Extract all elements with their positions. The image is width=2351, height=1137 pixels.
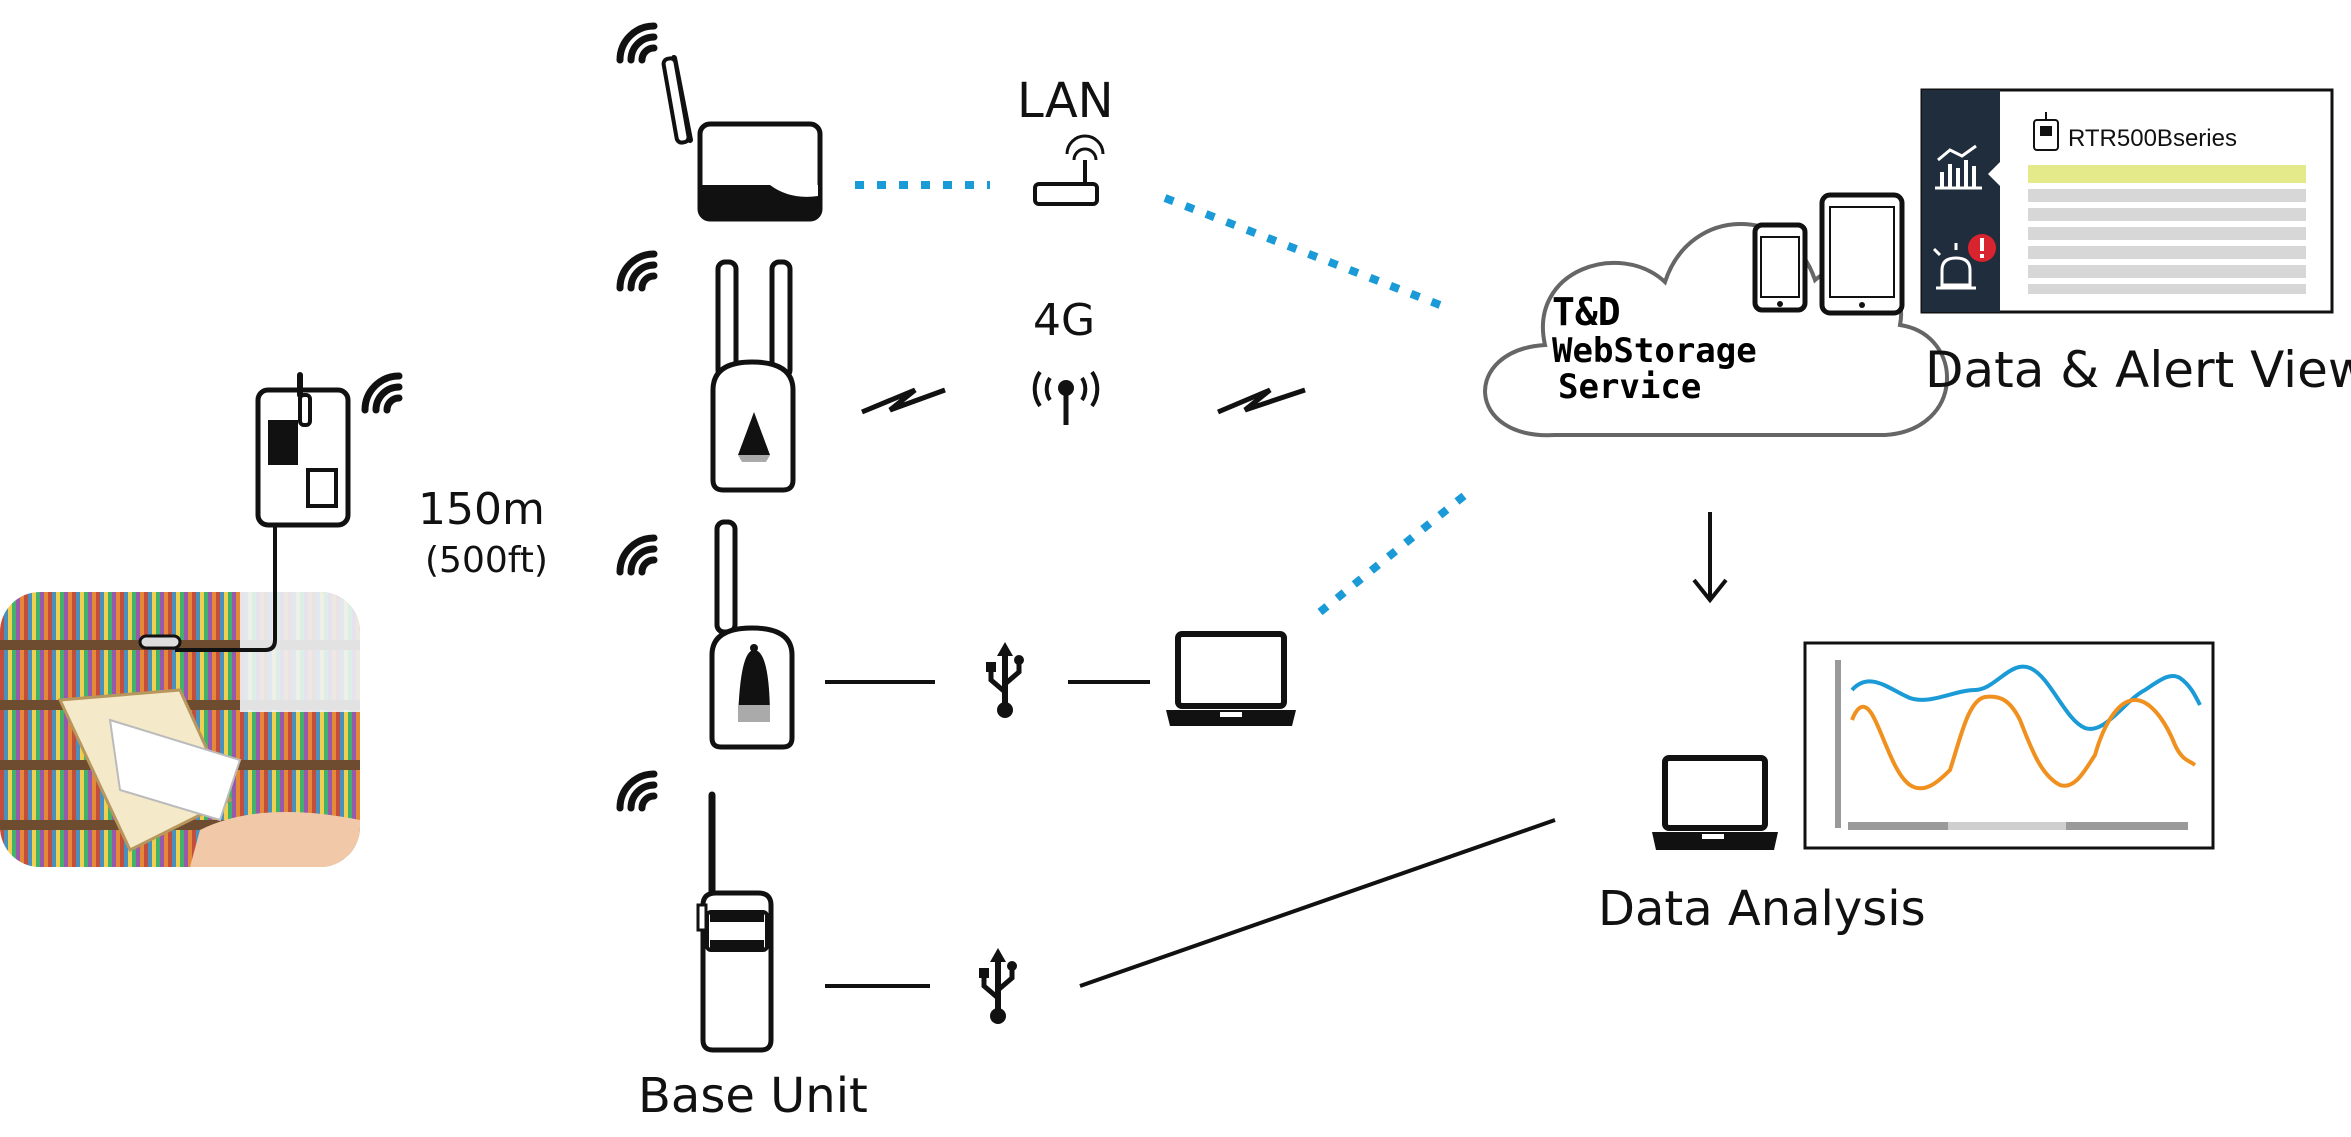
alert-badge-icon	[1968, 234, 1996, 262]
alert-view-panel: RTR500Bseries	[1920, 88, 2334, 314]
lan-link-right	[1163, 194, 1442, 309]
usb-icon	[979, 948, 1017, 1024]
handheld-analysis-link	[1079, 818, 1556, 988]
cloud-title: T&D	[1552, 290, 1621, 334]
analysis-chart-panel	[1803, 641, 2215, 850]
chart-series-orange	[1850, 694, 2197, 791]
down-arrow-icon	[1692, 512, 1728, 604]
4g-link-right	[1217, 387, 1306, 415]
base-unit-usb	[709, 519, 795, 750]
chart-icon	[1935, 144, 1982, 190]
pc-upload-link	[1317, 491, 1468, 616]
smartphone-icon	[1752, 222, 1808, 313]
wifi-icon	[365, 376, 399, 410]
wifi-icon	[620, 774, 654, 808]
usb-icon	[986, 642, 1024, 718]
distance-label: 150m	[418, 484, 545, 535]
cloud-line-2: WebStorage	[1552, 331, 1757, 371]
4g-label: 4G	[1033, 295, 1095, 346]
laptop-icon	[1652, 755, 1778, 850]
antenna-icon	[1032, 370, 1100, 425]
router-icon	[1033, 134, 1105, 206]
base-unit-4g	[710, 259, 796, 493]
wifi-icon	[620, 26, 654, 60]
wifi-icon	[620, 538, 654, 572]
wifi-icon	[620, 254, 654, 288]
series-name: RTR500Bseries	[2068, 125, 2237, 152]
laptop-icon	[1166, 631, 1296, 726]
base-unit-label: Base Unit	[638, 1068, 868, 1124]
library-photo	[0, 592, 360, 867]
4g-link-left	[861, 387, 946, 415]
analysis-caption: Data Analysis	[1598, 881, 1926, 937]
chart-series-blue	[1850, 664, 2202, 731]
distance-imperial-label: (500ft)	[425, 540, 548, 581]
alert-view-caption: Data & Alert View	[1925, 341, 2351, 399]
tablet-icon	[1819, 192, 1905, 316]
lan-label: LAN	[1017, 73, 1114, 129]
device-thumb-icon	[2033, 112, 2059, 151]
base-unit-handheld	[696, 791, 774, 1053]
cloud-line-3: Service	[1558, 367, 1701, 407]
base-unit-lan	[661, 55, 823, 222]
alarm-icon	[1932, 243, 1976, 290]
data-logger-icon	[138, 372, 351, 652]
